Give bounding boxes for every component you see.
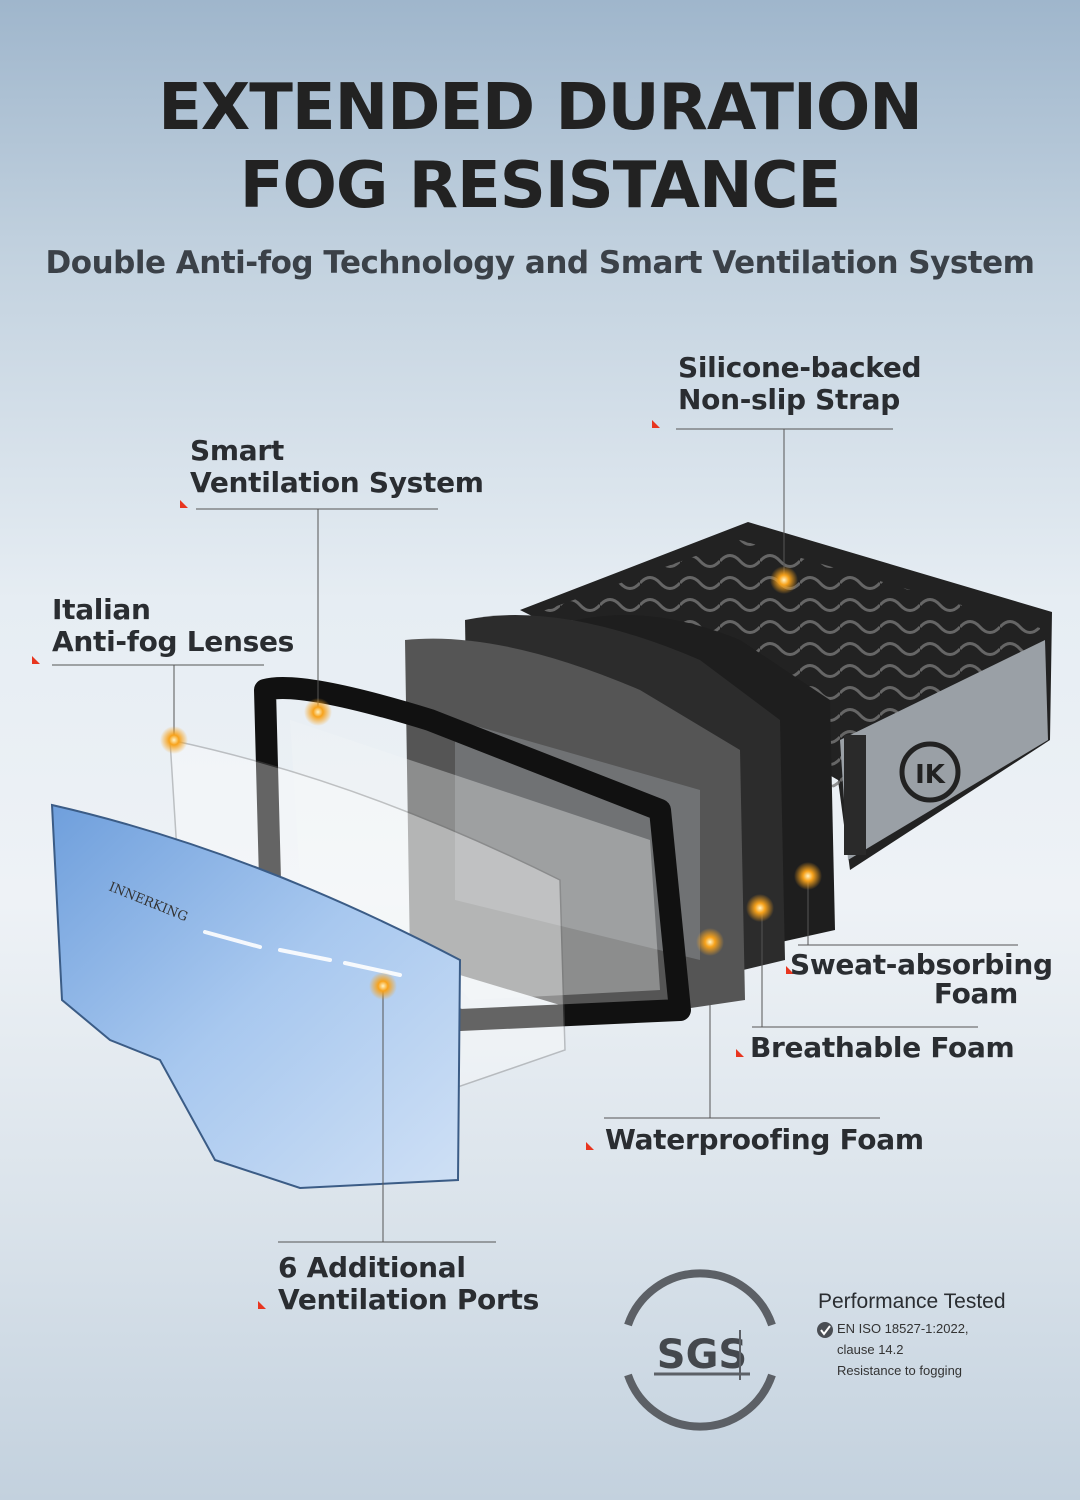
cert-line-3: Resistance to fogging — [837, 1363, 963, 1378]
cert-heading: Performance Tested — [818, 1290, 1006, 1313]
callout-lenses: Italian Anti-fog Lenses — [52, 593, 295, 658]
callout-ventilation: Smart Ventilation System — [190, 434, 484, 499]
strap-logo: IK — [915, 760, 946, 790]
leader-lines — [52, 428, 1018, 1243]
blue-lens: INNERKING — [50, 803, 462, 1190]
headline-line-1: EXTENDED DURATION — [158, 71, 923, 145]
foam-layers — [405, 615, 835, 1020]
cert-line-1: EN ISO 18527-1:2022, — [837, 1321, 969, 1336]
callout-ports: 6 Additional Ventilation Ports — [278, 1251, 539, 1316]
check-circle-icon — [817, 1322, 833, 1338]
callout-sweat: Sweat-absorbing Foam — [790, 948, 1053, 1010]
callout-breathable: Breathable Foam — [750, 1031, 1015, 1064]
sgs-logo-text: SGS — [657, 1332, 747, 1378]
headline-line-2: FOG RESISTANCE — [239, 149, 841, 223]
subtitle: Double Anti-fog Technology and Smart Ven… — [45, 245, 1035, 281]
callout-markers — [32, 420, 794, 1309]
cert-line-2: clause 14.2 — [837, 1342, 904, 1357]
glow-points — [160, 566, 822, 1000]
sgs-badge: SGS — [624, 1269, 776, 1431]
callout-waterproof: Waterproofing Foam — [605, 1123, 924, 1156]
callout-strap: Silicone-backed Non-slip Strap — [678, 351, 922, 416]
